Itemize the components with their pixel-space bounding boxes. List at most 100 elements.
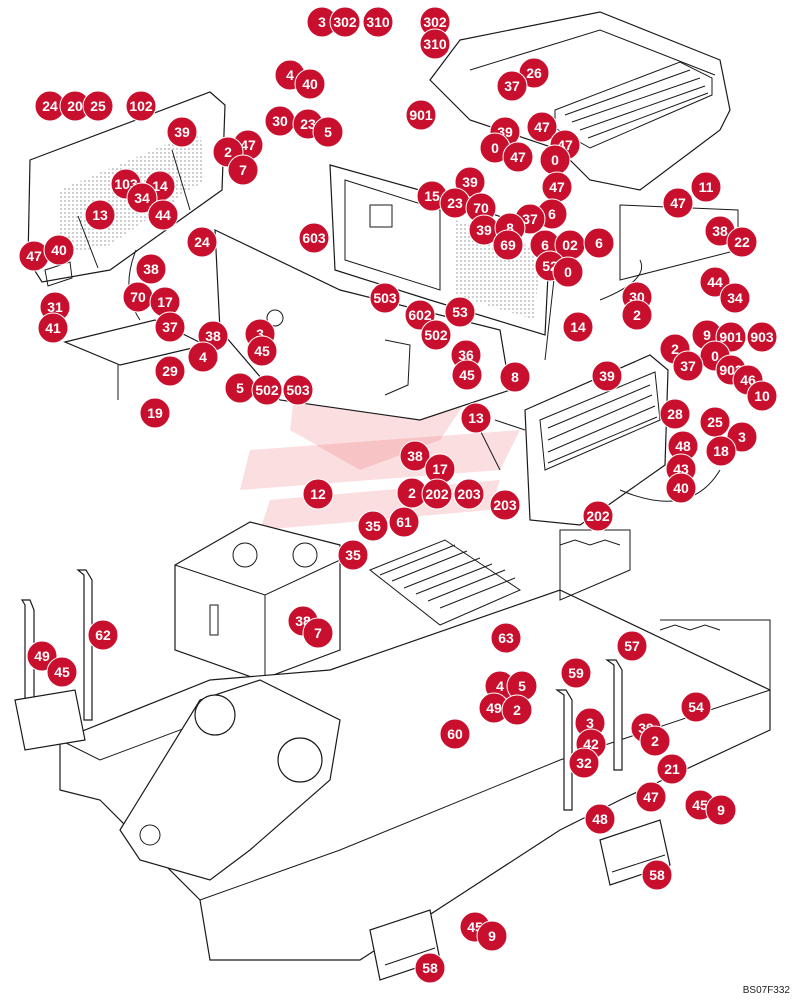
part-callout[interactable]: 502 [251, 374, 283, 406]
part-callout[interactable]: 15 [416, 180, 448, 212]
part-callout[interactable]: 29 [154, 355, 186, 387]
part-callout[interactable]: 302 [419, 6, 451, 38]
part-callout[interactable]: 24 [34, 90, 66, 122]
part-callout[interactable]: 41 [37, 312, 69, 344]
part-callout[interactable]: 24 [186, 226, 218, 258]
part-callout[interactable]: 34 [719, 282, 751, 314]
part-callout[interactable]: 18 [705, 435, 737, 467]
part-callout[interactable]: 14 [562, 311, 594, 343]
part-callout[interactable]: 32 [568, 747, 600, 779]
part-callout[interactable]: 26 [518, 57, 550, 89]
part-callout[interactable]: 310 [362, 6, 394, 38]
part-callout[interactable]: 58 [414, 952, 446, 984]
part-callout[interactable]: 5 [224, 372, 256, 404]
part-callout[interactable]: 28 [659, 398, 691, 430]
part-callout[interactable]: 54 [680, 691, 712, 723]
part-callout[interactable]: 21 [656, 753, 688, 785]
part-callout[interactable]: 7 [227, 154, 259, 186]
part-callout[interactable]: 12 [302, 478, 334, 510]
part-callout[interactable]: 9 [705, 794, 737, 826]
part-callout[interactable]: 202 [582, 500, 614, 532]
part-callout[interactable]: 3 [306, 6, 338, 38]
part-callout[interactable]: 47 [502, 141, 534, 173]
part-callout[interactable]: 38 [135, 253, 167, 285]
part-callout[interactable]: 35 [337, 539, 369, 571]
part-callout[interactable]: 70 [122, 281, 154, 313]
part-callout[interactable]: 58 [641, 859, 673, 891]
callout-badge [616, 630, 648, 662]
part-callout[interactable]: 9 [476, 920, 508, 952]
part-callout[interactable]: 62 [87, 619, 119, 651]
part-callout[interactable]: 603 [298, 222, 330, 254]
callout-badge [453, 478, 485, 510]
part-callout[interactable]: 40 [43, 234, 75, 266]
part-callout[interactable]: 23 [439, 187, 471, 219]
part-callout[interactable]: 53 [444, 296, 476, 328]
callout-number: 40 [673, 480, 689, 496]
part-callout[interactable]: 48 [584, 803, 616, 835]
part-callout[interactable]: 45 [46, 656, 78, 688]
part-callout[interactable]: 503 [369, 282, 401, 314]
part-callout[interactable]: 502 [420, 319, 452, 351]
part-callout[interactable]: 38 [399, 440, 431, 472]
part-callout[interactable]: 47 [18, 240, 50, 272]
part-callout[interactable]: 47 [662, 187, 694, 219]
part-callout[interactable]: 47 [526, 111, 558, 143]
part-callout[interactable]: 302 [329, 6, 361, 38]
part-callout[interactable]: 47 [635, 781, 667, 813]
part-callout[interactable]: 59 [560, 657, 592, 689]
part-callout[interactable]: 203 [453, 478, 485, 510]
part-callout[interactable]: 2 [639, 725, 671, 757]
part-callout[interactable]: 8 [499, 361, 531, 393]
part-callout[interactable]: 02 [554, 229, 586, 261]
part-callout[interactable]: 25 [82, 90, 114, 122]
part-callout[interactable]: 35 [357, 510, 389, 542]
part-callout[interactable]: 19 [139, 397, 171, 429]
part-callout[interactable]: 69 [492, 229, 524, 261]
part-callout[interactable]: 13 [84, 199, 116, 231]
part-callout[interactable]: 310 [419, 28, 451, 60]
part-callout[interactable]: 25 [699, 406, 731, 438]
part-callout[interactable]: 11 [690, 171, 722, 203]
part-callout[interactable]: 20 [59, 90, 91, 122]
part-callout[interactable]: 6 [583, 227, 615, 259]
part-callout[interactable]: 901 [405, 99, 437, 131]
part-callout[interactable]: 13 [460, 402, 492, 434]
part-callout[interactable]: 30 [264, 105, 296, 137]
part-callout[interactable]: 44 [147, 199, 179, 231]
part-callout[interactable]: 202 [421, 478, 453, 510]
part-callout[interactable]: 40 [665, 472, 697, 504]
part-callout[interactable]: 63 [490, 622, 522, 654]
part-callout[interactable]: 4 [187, 341, 219, 373]
part-callout[interactable]: 34 [126, 182, 158, 214]
part-callout[interactable]: 49 [478, 692, 510, 724]
part-callout[interactable]: 2 [621, 299, 653, 331]
part-callout[interactable]: 60 [439, 718, 471, 750]
part-callout[interactable]: 901 [715, 321, 747, 353]
part-callout[interactable]: 503 [282, 374, 314, 406]
part-callout[interactable]: 39 [468, 214, 500, 246]
callout-number: 45 [254, 343, 270, 359]
part-callout[interactable]: 5 [312, 116, 344, 148]
part-callout[interactable]: 0 [552, 256, 584, 288]
part-callout[interactable]: 2 [501, 694, 533, 726]
part-callout[interactable]: 102 [125, 90, 157, 122]
part-callout[interactable]: 10 [746, 380, 778, 412]
part-callout[interactable]: 203 [489, 489, 521, 521]
part-callout[interactable]: 45 [451, 359, 483, 391]
part-callout[interactable]: 37 [672, 350, 704, 382]
part-callout[interactable]: 37 [154, 311, 186, 343]
part-callout[interactable]: 903 [746, 321, 778, 353]
part-callout[interactable]: 39 [591, 360, 623, 392]
part-callout[interactable]: 61 [388, 506, 420, 538]
part-callout[interactable]: 47 [541, 171, 573, 203]
callout-badge [139, 397, 171, 429]
part-callout[interactable]: 7 [302, 617, 334, 649]
part-callout[interactable]: 37 [496, 70, 528, 102]
part-callout[interactable]: 45 [246, 335, 278, 367]
part-callout[interactable]: 40 [294, 68, 326, 100]
part-callout[interactable]: 39 [166, 116, 198, 148]
part-callout[interactable]: 0 [539, 144, 571, 176]
part-callout[interactable]: 22 [726, 226, 758, 258]
part-callout[interactable]: 57 [616, 630, 648, 662]
